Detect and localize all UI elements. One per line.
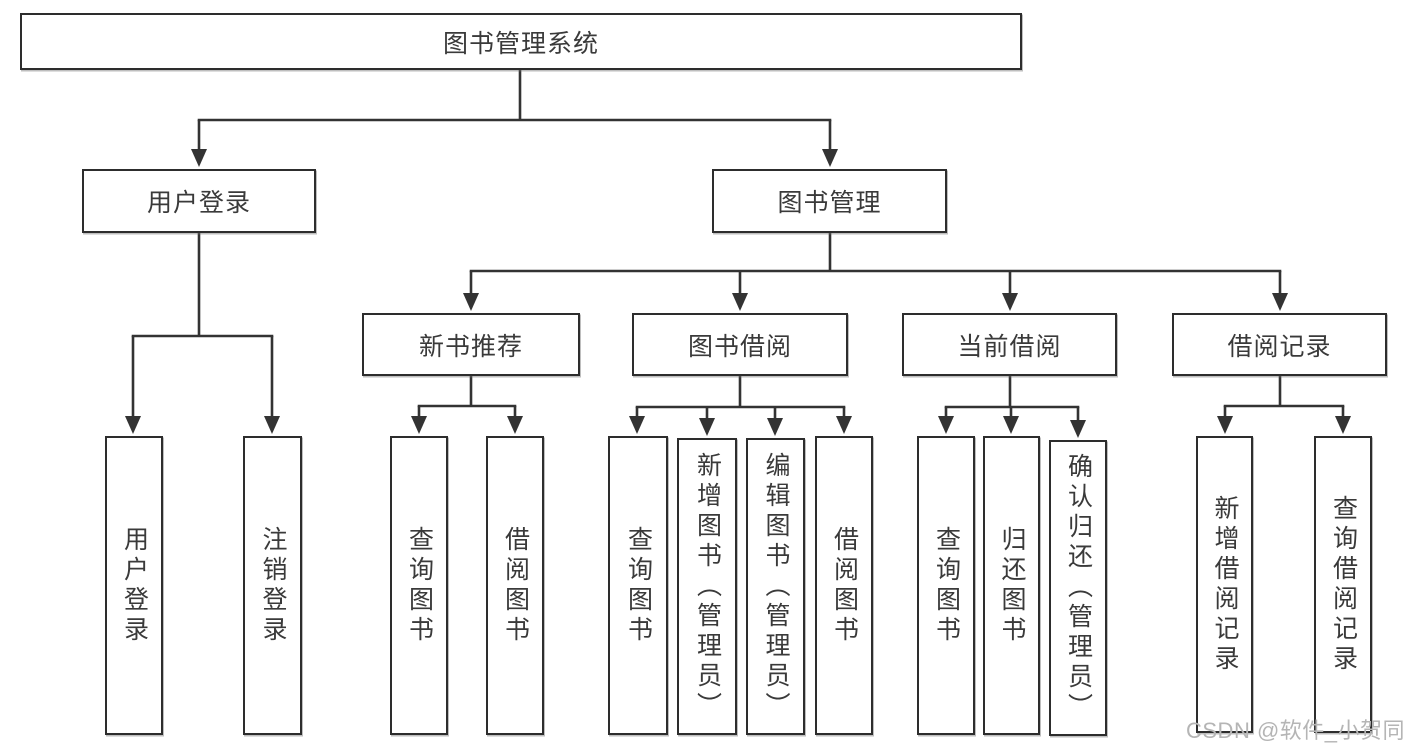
node-leaf-return-book: 归还图书 [983,436,1040,735]
node-leaf-query-book-1: 查询图书 [390,436,448,735]
node-leaf-confirm-return: 确认归还（管理员） [1049,440,1107,736]
node-user-login: 用户登录 [82,169,316,233]
node-book-borrow: 图书借阅 [632,313,848,376]
node-new-book-recommend: 新书推荐 [362,313,580,376]
node-leaf-borrow-book-1: 借阅图书 [486,436,544,735]
node-leaf-add-borrow-record: 新增借阅记录 [1196,436,1253,733]
node-borrow-records: 借阅记录 [1172,313,1387,376]
csdn-watermark: CSDN @软件_小贺同学 [1186,718,1405,743]
node-root: 图书管理系统 [20,13,1022,70]
node-book-management: 图书管理 [712,169,947,233]
node-leaf-borrow-book-2: 借阅图书 [815,436,873,735]
node-leaf-query-book-2: 查询图书 [608,436,668,735]
node-leaf-logout: 注销登录 [243,436,302,735]
node-leaf-query-book-3: 查询图书 [917,436,975,735]
node-leaf-user-login: 用户登录 [105,436,163,735]
node-current-borrow: 当前借阅 [902,313,1117,376]
node-leaf-add-book: 新增图书（管理员） [677,438,737,735]
node-leaf-edit-book: 编辑图书（管理员） [746,438,805,735]
node-leaf-query-borrow-record: 查询借阅记录 [1314,436,1372,733]
